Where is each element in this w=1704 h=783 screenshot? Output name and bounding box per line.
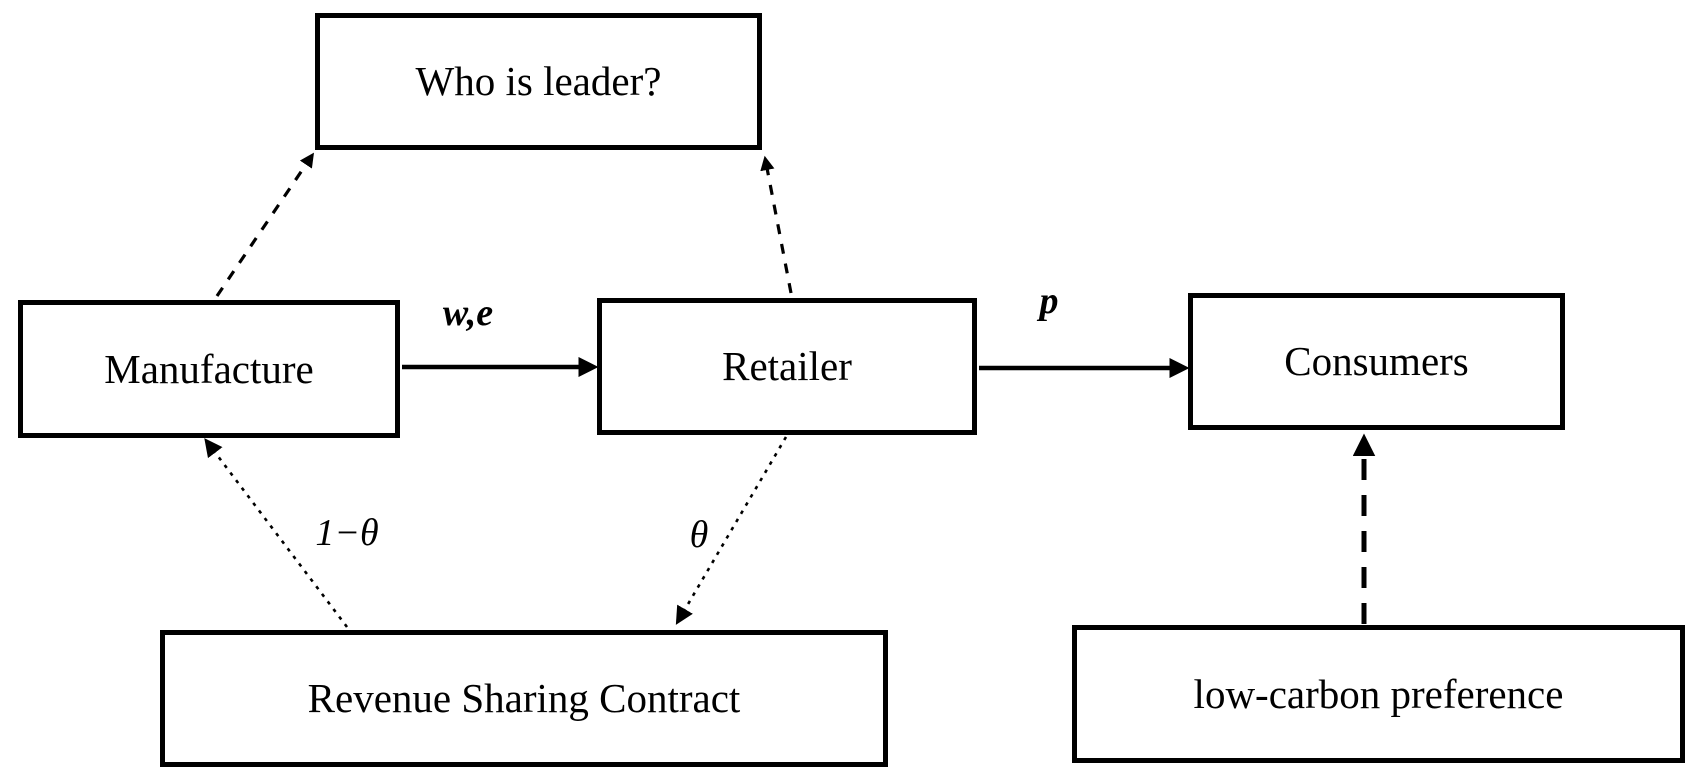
node-manufacture: Manufacture [18, 300, 400, 438]
edge-label-we: w,e [443, 292, 493, 334]
edge-retailer-leader [760, 155, 793, 294]
edge-label-one-minus-theta: 1−θ [315, 512, 378, 554]
node-consumers: Consumers [1188, 293, 1565, 430]
node-revenue-sharing-contract-label: Revenue Sharing Contract [307, 675, 741, 721]
edge-label-p: p [1037, 280, 1059, 322]
node-low-carbon-preference: low-carbon preference [1072, 625, 1685, 763]
node-who-is-leader-label: Who is leader? [415, 58, 662, 104]
node-retailer-label: Retailer [722, 343, 852, 389]
node-revenue-sharing-contract: Revenue Sharing Contract [160, 630, 888, 767]
node-who-is-leader: Who is leader? [315, 13, 762, 150]
node-manufacture-label: Manufacture [104, 345, 314, 392]
node-low-carbon-preference-label: low-carbon preference [1193, 670, 1564, 717]
node-consumers-label: Consumers [1284, 338, 1469, 384]
edge-manufacture-leader [215, 152, 314, 297]
edge-contract-manufacture [204, 438, 349, 628]
node-retailer: Retailer [597, 298, 977, 435]
edge-label-theta: θ [690, 514, 709, 556]
